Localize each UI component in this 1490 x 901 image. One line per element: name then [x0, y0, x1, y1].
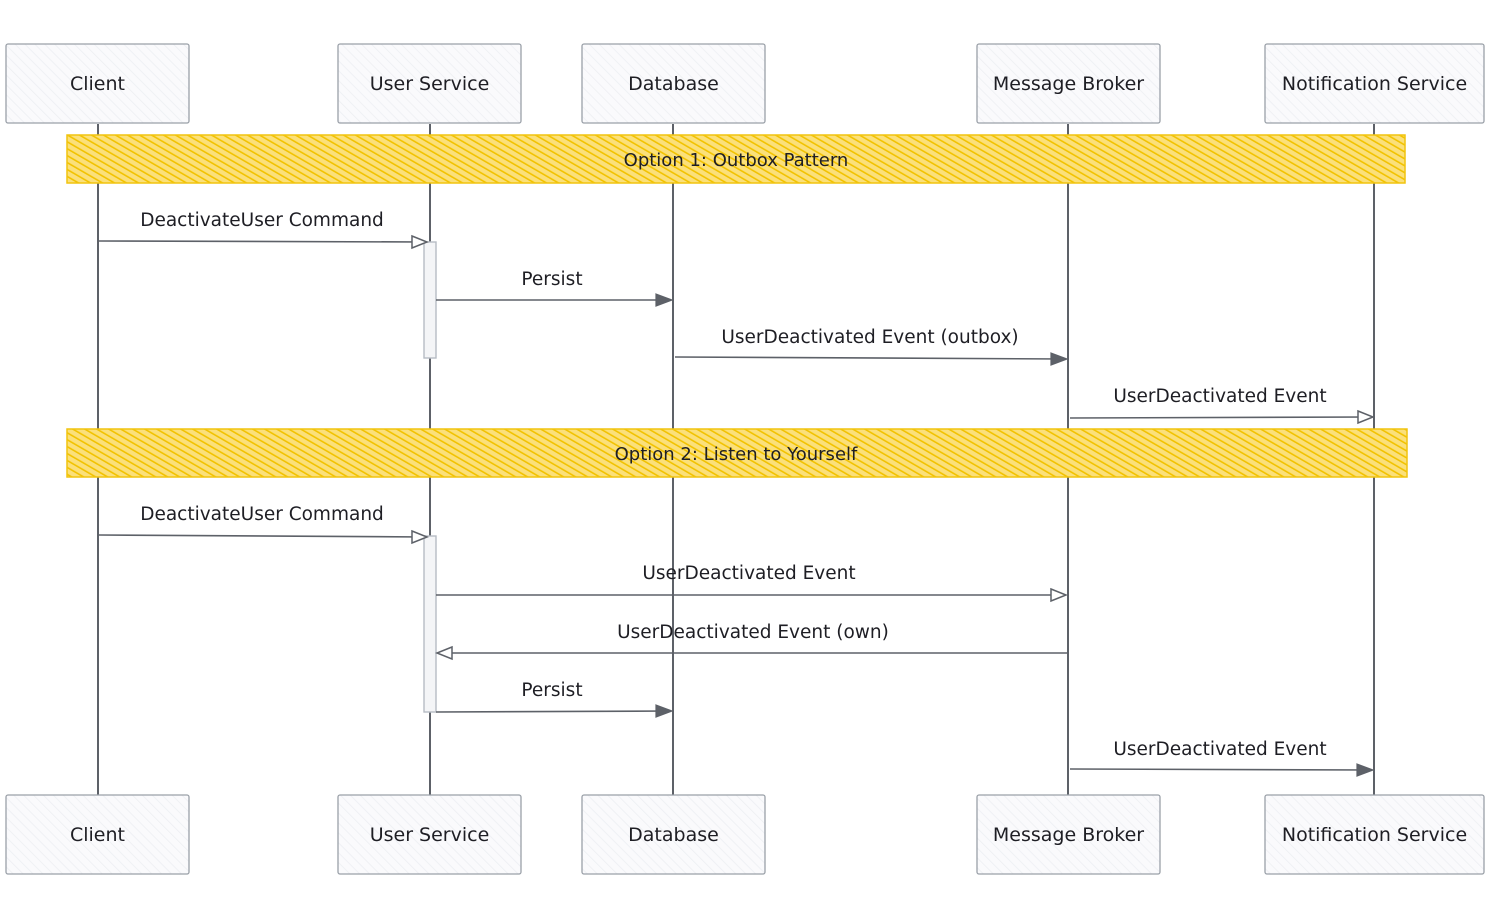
- actor-message-broker-top: Message Broker: [976, 43, 1161, 124]
- actor-label: Database: [628, 73, 719, 95]
- message-event-to-broker: UserDeactivated Event: [436, 563, 1069, 603]
- message-label: UserDeactivated Event: [642, 563, 855, 584]
- message-event-to-notification-1: UserDeactivated Event: [1069, 386, 1376, 425]
- actor-label: User Service: [370, 824, 490, 846]
- open-arrowhead: [434, 645, 453, 661]
- actor-label: Message Broker: [993, 73, 1144, 95]
- message-deactivate-command-2: DeactivateUser Command: [98, 504, 430, 545]
- actor-database-bottom: Database: [581, 794, 766, 875]
- note-option-1: Option 1: Outbox Pattern: [66, 134, 1406, 184]
- actor-notification-service-bottom: Notification Service: [1264, 794, 1485, 875]
- message-own-event: UserDeactivated Event (own): [434, 622, 1067, 661]
- message-event-to-notification-2: UserDeactivated Event: [1069, 739, 1375, 777]
- message-persist-1: Persist: [436, 269, 674, 307]
- filled-arrowhead: [1050, 352, 1069, 366]
- message-outbox-event: UserDeactivated Event (outbox): [674, 327, 1069, 366]
- actor-user-service-bottom: User Service: [337, 794, 522, 875]
- message-persist-2: Persist: [435, 680, 674, 718]
- message-label: UserDeactivated Event: [1113, 386, 1326, 407]
- activation-user-service-2: [423, 535, 437, 713]
- actor-label: Client: [70, 73, 125, 95]
- actor-notification-service-top: Notification Service: [1264, 43, 1485, 124]
- actor-client-top: Client: [5, 43, 190, 124]
- actor-label: Notification Service: [1282, 73, 1467, 95]
- open-arrowhead: [411, 529, 430, 545]
- activation-user-service-1: [423, 241, 437, 359]
- message-label: UserDeactivated Event (own): [617, 622, 889, 643]
- open-arrowhead: [1357, 409, 1376, 425]
- message-label: Persist: [521, 269, 582, 290]
- actor-user-service-top: User Service: [337, 43, 522, 124]
- actor-label: Message Broker: [993, 824, 1144, 846]
- note-label: Option 2: Listen to Yourself: [615, 444, 858, 465]
- open-arrowhead: [411, 234, 430, 250]
- filled-arrowhead: [655, 704, 674, 718]
- actor-label: Database: [628, 824, 719, 846]
- note-option-2: Option 2: Listen to Yourself: [66, 428, 1408, 478]
- message-label: UserDeactivated Event (outbox): [721, 327, 1018, 348]
- filled-arrowhead: [1356, 763, 1375, 777]
- open-arrowhead: [1050, 587, 1069, 603]
- actor-label: User Service: [370, 73, 490, 95]
- actor-database-top: Database: [581, 43, 766, 124]
- actor-label: Notification Service: [1282, 824, 1467, 846]
- message-label: DeactivateUser Command: [140, 210, 384, 231]
- message-label: DeactivateUser Command: [140, 504, 384, 525]
- message-label: UserDeactivated Event: [1113, 739, 1326, 760]
- actor-label: Client: [70, 824, 125, 846]
- message-label: Persist: [521, 680, 582, 701]
- actor-client-bottom: Client: [5, 794, 190, 875]
- filled-arrowhead: [655, 293, 674, 307]
- actor-message-broker-bottom: Message Broker: [976, 794, 1161, 875]
- message-deactivate-command-1: DeactivateUser Command: [98, 210, 430, 250]
- note-label: Option 1: Outbox Pattern: [624, 150, 849, 171]
